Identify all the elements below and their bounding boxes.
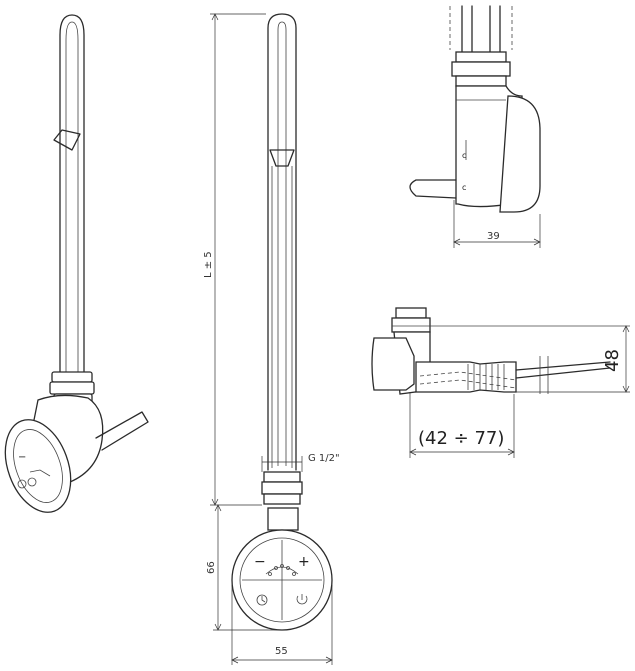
minus-icon: − bbox=[18, 452, 26, 463]
svg-text:c: c bbox=[462, 151, 466, 160]
depth-39-label: 39 bbox=[487, 231, 500, 242]
minus-button[interactable]: − bbox=[254, 554, 266, 570]
width-55-label: 55 bbox=[275, 646, 288, 657]
height-48-label: 48 bbox=[602, 349, 623, 372]
installed-view: 48 (42 ÷ 77) bbox=[371, 307, 630, 458]
range-dimension-label: (42 ÷ 77) bbox=[418, 428, 504, 449]
clock-icon[interactable] bbox=[256, 594, 268, 606]
clock-icon bbox=[27, 477, 37, 487]
height-66-label: 66 bbox=[206, 561, 217, 574]
side-view: c c 39 bbox=[409, 5, 541, 248]
front-view: − + L ± 5 G 1/2" 6 bbox=[203, 13, 340, 665]
plus-button[interactable]: + bbox=[298, 554, 310, 570]
perspective-view: − bbox=[4, 14, 149, 513]
length-dimension-label: L ± 5 bbox=[203, 251, 214, 278]
power-icon[interactable] bbox=[296, 594, 308, 605]
svg-text:c: c bbox=[462, 183, 466, 192]
power-icon bbox=[17, 479, 27, 489]
thread-size-label: G 1/2" bbox=[308, 453, 340, 464]
